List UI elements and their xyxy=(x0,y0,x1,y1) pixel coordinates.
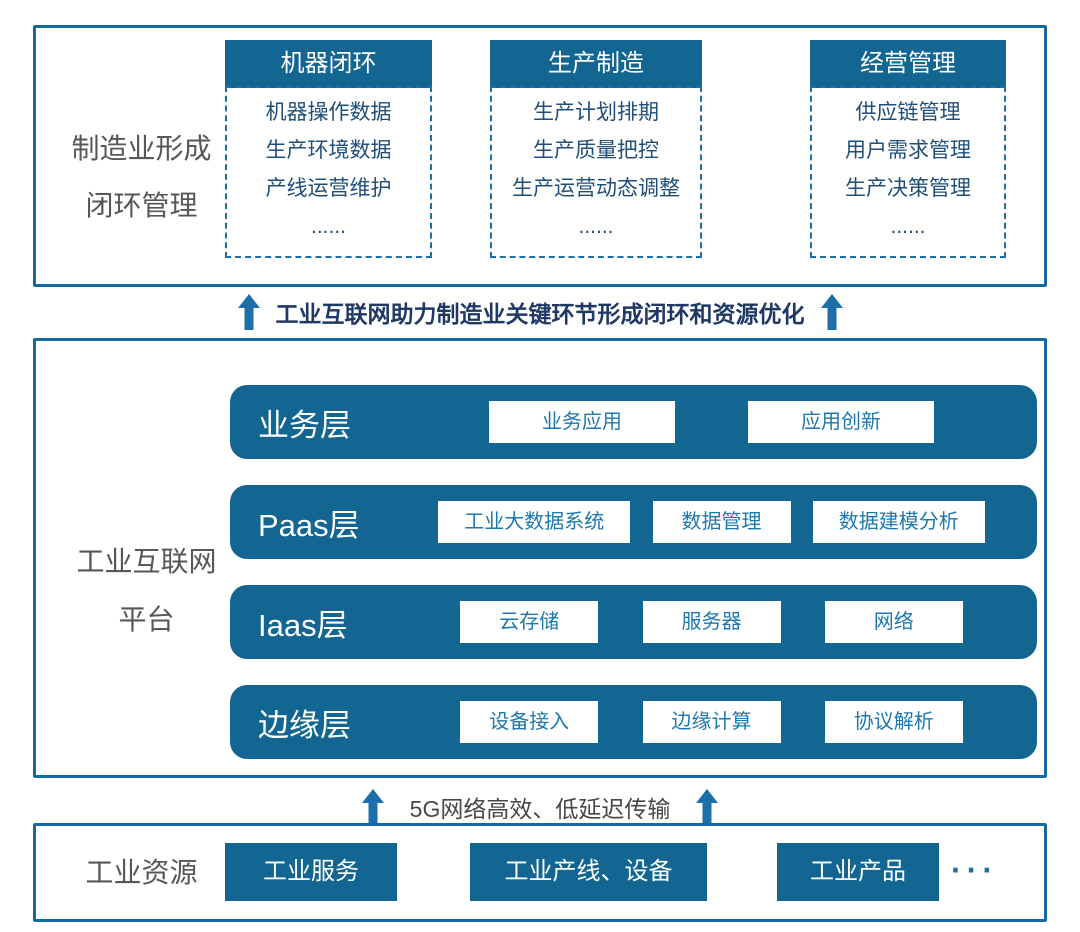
up-arrow-icon xyxy=(237,294,260,330)
list-item: 生产决策管理 xyxy=(845,177,971,200)
resources-section: 工业资源 工业服务 工业产线、设备 工业产品 ··· xyxy=(33,823,1047,922)
layer-iaas: Iaas层 云存储 服务器 网络 xyxy=(230,585,1037,659)
layer-business-name: 业务层 xyxy=(258,407,351,443)
module-chip: 工业大数据系统 xyxy=(438,501,631,543)
module-chip: 设备接入 xyxy=(460,701,599,743)
closed-loop-section-label: 制造业形成 闭环管理 xyxy=(49,120,234,234)
column-production-items: 生产计划排期 生产质量把控 生产运营动态调整 ...... xyxy=(490,86,702,258)
resources-ellipsis: ··· xyxy=(951,852,998,888)
up-arrow-icon xyxy=(820,294,843,330)
up-arrow-icon xyxy=(696,789,719,825)
closed-loop-section: 制造业形成 闭环管理 机器闭环 机器操作数据 生产环境数据 产线运营维护 ...… xyxy=(33,25,1047,287)
arrow-band-5g: 5G网络高效、低延迟传输 xyxy=(0,786,1080,828)
column-machine-loop: 机器闭环 机器操作数据 生产环境数据 产线运营维护 ...... xyxy=(225,40,432,258)
column-machine-loop-header: 机器闭环 xyxy=(225,40,432,88)
resource-chip-products: 工业产品 xyxy=(777,843,939,901)
closed-loop-label-line2: 闭环管理 xyxy=(85,190,198,221)
list-item-ellipsis: ...... xyxy=(578,215,614,238)
module-chip: 应用创新 xyxy=(748,401,934,443)
module-chip: 云存储 xyxy=(460,601,599,643)
resource-chip-lines-equipment: 工业产线、设备 xyxy=(470,843,707,901)
column-machine-loop-items: 机器操作数据 生产环境数据 产线运营维护 ...... xyxy=(225,86,432,258)
arrow-band-optimization: 工业互联网助力制造业关键环节形成闭环和资源优化 xyxy=(0,291,1080,333)
layer-business-modules: 业务应用 应用创新 xyxy=(416,401,1007,443)
column-production-header: 生产制造 xyxy=(490,40,702,88)
column-management: 经营管理 供应链管理 用户需求管理 生产决策管理 ...... xyxy=(810,40,1006,258)
arrow-band-optimization-text: 工业互联网助力制造业关键环节形成闭环和资源优化 xyxy=(275,301,805,327)
platform-section-label: 工业互联网 平台 xyxy=(54,533,239,649)
platform-label-line2: 平台 xyxy=(118,604,175,635)
resource-chip-service: 工业服务 xyxy=(225,843,397,901)
column-management-header: 经营管理 xyxy=(810,40,1006,88)
layer-iaas-name: Iaas层 xyxy=(258,607,348,643)
layer-edge: 边缘层 设备接入 边缘计算 协议解析 xyxy=(230,685,1037,759)
module-chip: 协议解析 xyxy=(824,701,963,743)
list-item: 生产环境数据 xyxy=(265,139,392,162)
list-item: 生产质量把控 xyxy=(533,139,659,162)
list-item: 供应链管理 xyxy=(855,101,961,124)
layer-edge-modules: 设备接入 边缘计算 协议解析 xyxy=(416,701,1007,743)
layer-iaas-modules: 云存储 服务器 网络 xyxy=(416,601,1007,643)
list-item-ellipsis: ...... xyxy=(890,215,926,238)
layer-paas-modules: 工业大数据系统 数据管理 数据建模分析 xyxy=(416,501,1007,543)
module-chip: 服务器 xyxy=(642,601,781,643)
column-management-items: 供应链管理 用户需求管理 生产决策管理 ...... xyxy=(810,86,1006,258)
module-chip: 业务应用 xyxy=(489,401,675,443)
up-arrow-icon xyxy=(361,789,384,825)
list-item: 用户需求管理 xyxy=(845,139,971,162)
module-chip: 数据管理 xyxy=(652,501,791,543)
list-item: 产线运营维护 xyxy=(265,177,392,200)
list-item: 生产计划排期 xyxy=(533,101,659,124)
layer-paas-name: Paas层 xyxy=(258,507,360,543)
module-chip: 网络 xyxy=(824,601,963,643)
column-production: 生产制造 生产计划排期 生产质量把控 生产运营动态调整 ...... xyxy=(490,40,702,258)
platform-layers: 业务层 业务应用 应用创新 Paas层 工业大数据系统 数据管理 数据建模分析 … xyxy=(230,385,1037,759)
layer-edge-name: 边缘层 xyxy=(258,707,351,743)
list-item-ellipsis: ...... xyxy=(310,215,346,238)
layer-paas: Paas层 工业大数据系统 数据管理 数据建模分析 xyxy=(230,485,1037,559)
module-chip: 边缘计算 xyxy=(642,701,781,743)
platform-label-line1: 工业互联网 xyxy=(76,546,217,577)
closed-loop-label-line1: 制造业形成 xyxy=(71,133,212,164)
module-chip: 数据建模分析 xyxy=(812,501,985,543)
list-item: 机器操作数据 xyxy=(265,101,392,124)
platform-section: 工业互联网 平台 业务层 业务应用 应用创新 Paas层 工业大数据系统 数据管… xyxy=(33,338,1047,778)
resources-section-label: 工业资源 xyxy=(85,857,198,888)
arrow-band-5g-text: 5G网络高效、低延迟传输 xyxy=(409,796,671,822)
list-item: 生产运营动态调整 xyxy=(512,177,680,200)
layer-business: 业务层 业务应用 应用创新 xyxy=(230,385,1037,459)
